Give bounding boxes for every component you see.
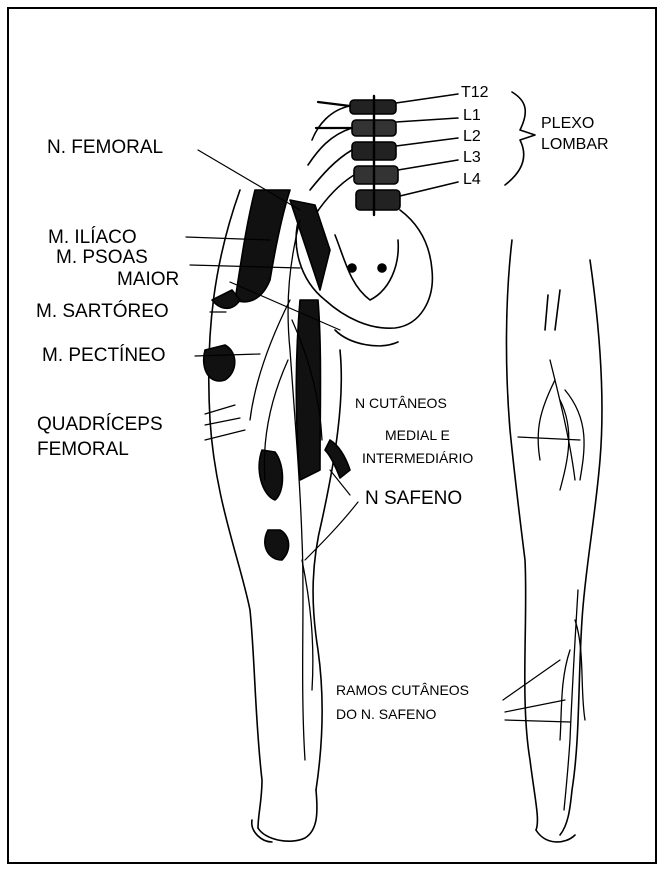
- label-lombar: LOMBAR: [541, 137, 609, 153]
- label-n-femoral: N. FEMORAL: [47, 138, 163, 157]
- plexus-brace: [505, 92, 535, 185]
- label-maior: MAIOR: [117, 270, 179, 289]
- label-m-psoas: M. PSOAS: [56, 248, 148, 267]
- right-leg-outline: [506, 240, 601, 842]
- cutaneous-nerves: [538, 360, 585, 810]
- thigh-muscles: [204, 190, 350, 560]
- label-intermediario: INTERMEDIÁRIO: [362, 451, 473, 465]
- label-femoral: FEMORAL: [37, 440, 129, 459]
- label-n-cutaneos: N CUTÂNEOS: [355, 396, 447, 410]
- label-do-n-safeno: DO N. SAFENO: [336, 707, 436, 721]
- label-l3: L3: [463, 150, 481, 166]
- label-l2: L2: [463, 129, 481, 145]
- label-m-sartoreo: M. SARTÓREO: [36, 302, 169, 321]
- left-leg-outline: [209, 190, 342, 842]
- label-m-iliaco: M. ILÍACO: [48, 228, 137, 247]
- label-quadriceps: QUADRÍCEPS: [37, 415, 163, 434]
- label-plexo: PLEXO: [541, 116, 594, 132]
- lumbar-spine: [350, 96, 400, 215]
- label-n-safeno: N SAFENO: [365, 489, 462, 508]
- label-m-pectineo: M. PECTÍNEO: [42, 346, 166, 365]
- label-l1: L1: [463, 108, 481, 124]
- label-l4: L4: [463, 172, 481, 188]
- label-medial-e: MEDIAL E: [385, 428, 450, 442]
- label-ramos-cutaneos: RAMOS CUTÂNEOS: [336, 683, 469, 697]
- label-t12: T12: [461, 85, 489, 101]
